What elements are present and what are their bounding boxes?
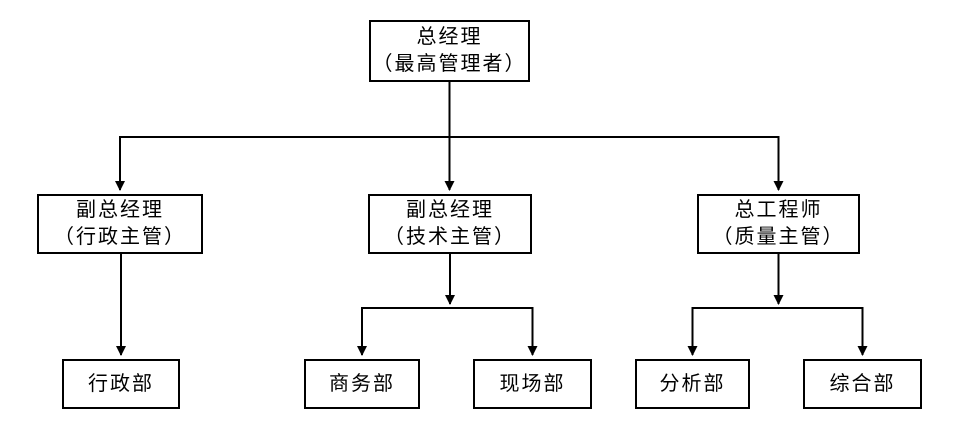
node-deputy-gm-admin: 副总经理 （行政主管） xyxy=(37,194,203,254)
node-dept-business: 商务部 xyxy=(304,359,420,409)
node-subtitle: （行政主管） xyxy=(54,226,186,248)
node-title: 总经理 xyxy=(416,26,483,48)
node-title: 行政部 xyxy=(88,372,154,395)
node-deputy-gm-tech: 副总经理 （技术主管） xyxy=(368,194,532,254)
node-dept-general: 综合部 xyxy=(803,359,922,409)
node-dept-analysis: 分析部 xyxy=(635,359,750,409)
node-dept-site: 现场部 xyxy=(473,359,592,409)
node-title: 现场部 xyxy=(499,372,566,395)
node-title: 总工程师 xyxy=(734,199,823,221)
node-dept-administration: 行政部 xyxy=(62,359,180,409)
node-chief-engineer: 总工程师 （质量主管） xyxy=(697,194,860,254)
node-title: 分析部 xyxy=(659,372,726,395)
node-subtitle: （技术主管） xyxy=(384,226,516,248)
node-general-manager: 总经理 （最高管理者） xyxy=(369,20,530,82)
node-subtitle: （最高管理者） xyxy=(372,53,527,75)
node-title: 副总经理 xyxy=(76,199,164,221)
node-title: 综合部 xyxy=(829,372,896,395)
node-title: 商务部 xyxy=(329,372,395,395)
node-title: 副总经理 xyxy=(406,199,494,221)
node-subtitle: （质量主管） xyxy=(712,226,845,248)
